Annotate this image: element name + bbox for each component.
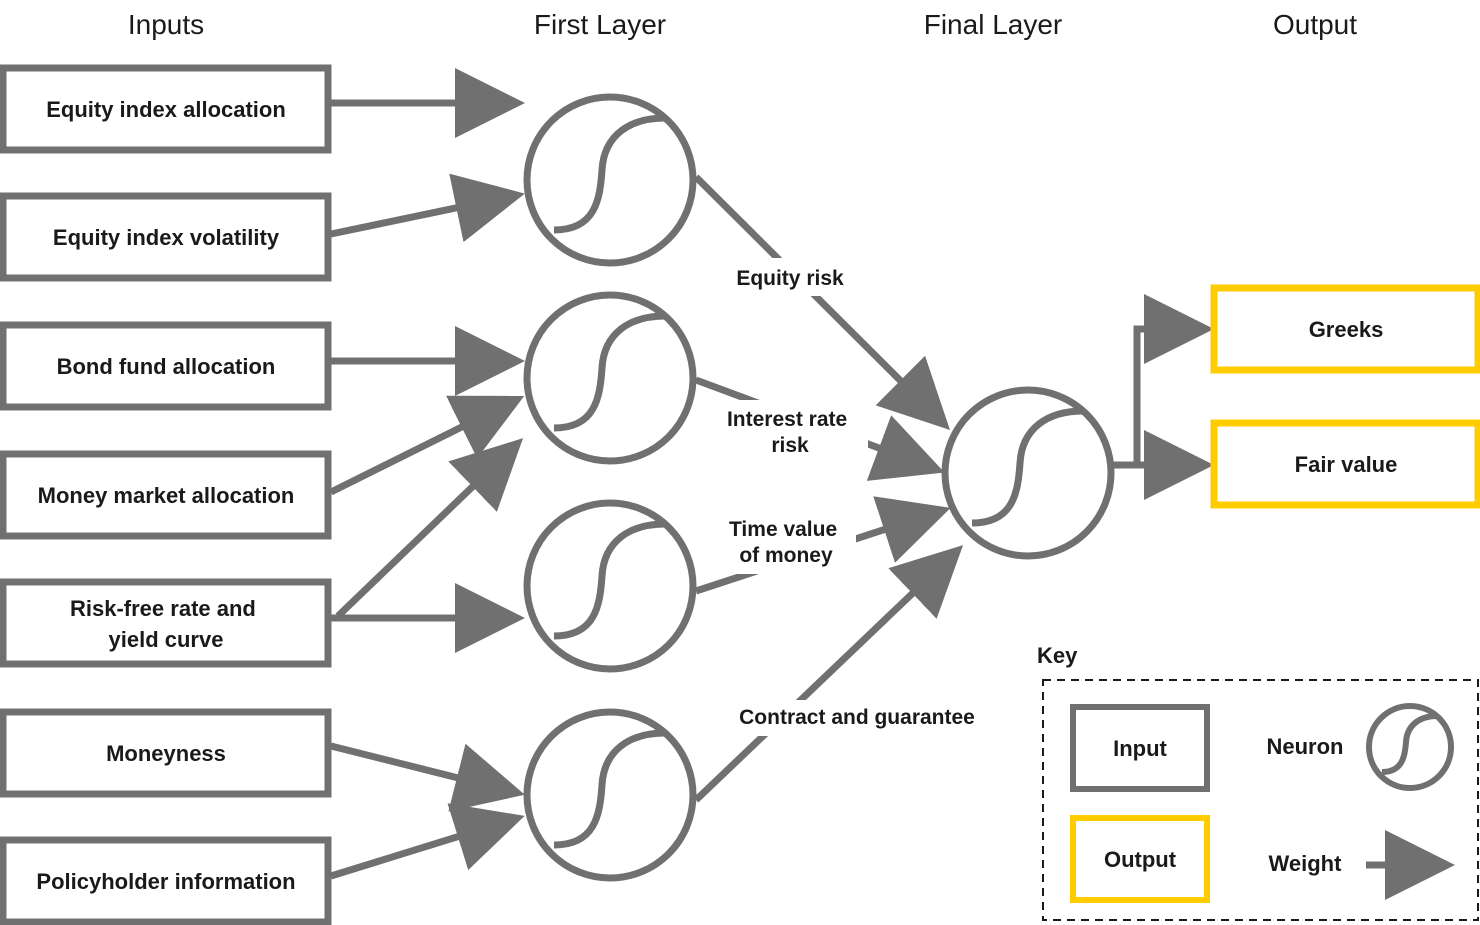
- weight-arrow: [329, 803, 525, 880]
- legend-output-label: Output: [1104, 847, 1177, 872]
- edge-label-line: Equity risk: [736, 267, 844, 290]
- input-label-line: Money market allocation: [38, 483, 295, 508]
- legend-input-swatch: Input: [1070, 704, 1210, 792]
- edge-label-time-value-of-money: Time value of money: [716, 510, 856, 574]
- legend-neuron-icon: [1366, 703, 1454, 791]
- svg-text:Fair value: Fair value: [1295, 452, 1398, 477]
- input-label-line: Equity index allocation: [46, 97, 286, 122]
- edge-label-line: of money: [739, 544, 833, 567]
- legend-border: [1042, 679, 1479, 921]
- neuron-first-layer-1: [523, 93, 697, 267]
- svg-text:Time value of money: Time value of money: [729, 518, 843, 567]
- svg-text:Equity index volatility: Equity index volatility: [53, 225, 280, 250]
- weight-arrow: [1133, 294, 1214, 465]
- svg-text:Equity index allocation: Equity index allocation: [46, 97, 286, 122]
- output-label-line: Greeks: [1309, 317, 1384, 342]
- weight-arrow: [693, 174, 950, 430]
- output-box-fair-value: Fair value: [1210, 419, 1480, 509]
- svg-text:Risk-free rate and yield: Risk-free rate and yield curve: [70, 596, 262, 652]
- svg-text:Money market allocation: Money market allocation: [38, 483, 295, 508]
- edge-label-line: Contract and guarantee: [739, 706, 975, 729]
- svg-text:Equity risk: Equity risk: [736, 267, 844, 290]
- output-label-line: Fair value: [1295, 452, 1398, 477]
- svg-text:Interest rate risk: Interest rate risk: [727, 408, 853, 457]
- input-box-money-market-allocation: Money market allocation: [0, 450, 332, 540]
- weight-connections: [329, 68, 1214, 880]
- neuron-first-layer-4: [523, 708, 697, 882]
- column-title-inputs: Inputs: [128, 9, 204, 40]
- input-label-line: Policyholder information: [36, 869, 295, 894]
- input-box-risk-free-rate-and-yield-curve: Risk-free rate and yield curve: [0, 578, 332, 668]
- svg-text:Moneyness: Moneyness: [106, 741, 226, 766]
- edge-label-line: Interest rate: [727, 408, 847, 431]
- input-box-bond-fund-allocation: Bond fund allocation: [0, 321, 332, 411]
- neuron-final-layer: [941, 386, 1115, 560]
- legend-title: Key: [1037, 643, 1078, 668]
- input-label-line: Equity index volatility: [53, 225, 280, 250]
- column-title-final-layer: Final Layer: [924, 9, 1063, 40]
- svg-text:Policyholder information: Policyholder information: [36, 869, 295, 894]
- weight-arrow: [693, 545, 964, 803]
- input-box-moneyness: Moneyness: [0, 708, 332, 798]
- legend: Key Input Output Neuron Weight: [1037, 643, 1479, 921]
- edge-label-line: risk: [771, 434, 809, 457]
- legend-neuron-label: Neuron: [1267, 734, 1344, 759]
- edge-label-interest-rate-risk: Interest rate risk: [712, 400, 868, 464]
- input-label-line: Bond fund allocation: [57, 354, 276, 379]
- output-box-greeks: Greeks: [1210, 284, 1480, 374]
- weight-arrow: [330, 173, 525, 243]
- svg-text:Greeks: Greeks: [1309, 317, 1384, 342]
- weight-arrow: [329, 395, 525, 496]
- svg-text:Contract and guarantee: Contract and guarantee: [739, 706, 975, 729]
- weight-arrow: [335, 438, 524, 619]
- neuron-first-layer-2: [523, 291, 697, 465]
- neuron-first-layer-3: [523, 499, 697, 673]
- legend-weight-label: Weight: [1269, 851, 1343, 876]
- legend-output-swatch: Output: [1070, 815, 1210, 903]
- input-label-line: Moneyness: [106, 741, 226, 766]
- edge-label-equity-risk: Equity risk: [722, 258, 858, 296]
- input-box-equity-index-volatility: Equity index volatility: [0, 192, 332, 282]
- edge-label-contract-and-guarantee: Contract and guarantee: [716, 700, 998, 736]
- column-title-output: Output: [1273, 9, 1357, 40]
- column-title-first-layer: First Layer: [534, 9, 666, 40]
- input-box-policyholder-information: Policyholder information: [0, 836, 332, 925]
- input-box-equity-index-allocation: Equity index allocation: [0, 64, 332, 154]
- legend-input-label: Input: [1113, 736, 1167, 761]
- edge-label-line: Time value: [729, 518, 837, 541]
- input-label-line: Risk-free rate and: [70, 596, 256, 621]
- svg-text:Bond fund allocation: Bond fund allocation: [57, 354, 276, 379]
- input-label-line: yield curve: [109, 627, 224, 652]
- weight-arrow: [330, 742, 525, 812]
